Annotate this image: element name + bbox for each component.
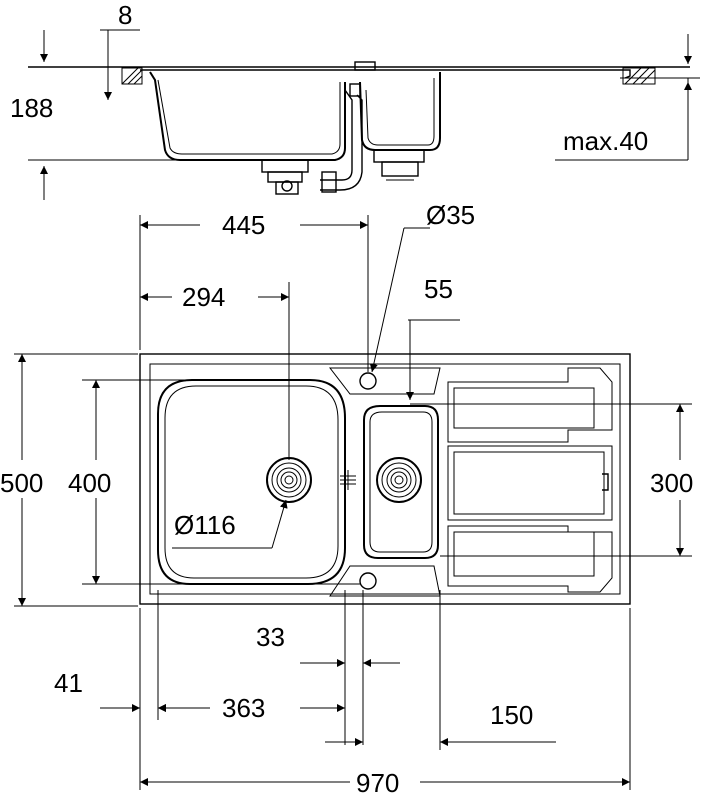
dim-445-label: 445 [222, 210, 265, 240]
dimensions-layer: 445 Ø35 294 55 500 400 300 [0, 200, 693, 798]
dim-8-label: 8 [118, 0, 132, 30]
main-waste-side [261, 159, 337, 195]
side-view: 8 188 max.40 [10, 0, 700, 200]
main-waste-top [266, 457, 312, 503]
dim-33-label: 33 [256, 622, 285, 652]
dim-41-label: 41 [54, 668, 83, 698]
dim-300-label: 300 [650, 468, 693, 498]
dim-294-label: 294 [182, 282, 225, 312]
dim-max40-label: max.40 [563, 126, 648, 156]
dim-400-label: 400 [68, 468, 111, 498]
dim-55-label: 55 [424, 274, 453, 304]
dim-188-label: 188 [10, 93, 53, 123]
top-view [139, 353, 631, 605]
dim-970-label: 970 [356, 768, 399, 798]
tap-hole-top [359, 372, 377, 390]
small-waste-top [376, 457, 422, 503]
worktop-hatch-right [622, 67, 656, 85]
drainer-ribs [447, 367, 613, 593]
small-waste-side [373, 149, 425, 181]
dim-500-label: 500 [0, 468, 43, 498]
dim-363-label: 363 [222, 693, 265, 723]
dim-d116-label: Ø116 [174, 510, 236, 540]
dim-150-label: 150 [490, 700, 533, 730]
dim-d35-label: Ø35 [426, 200, 475, 230]
tap-hole-bottom [359, 572, 377, 590]
worktop-hatch-left [121, 67, 143, 85]
